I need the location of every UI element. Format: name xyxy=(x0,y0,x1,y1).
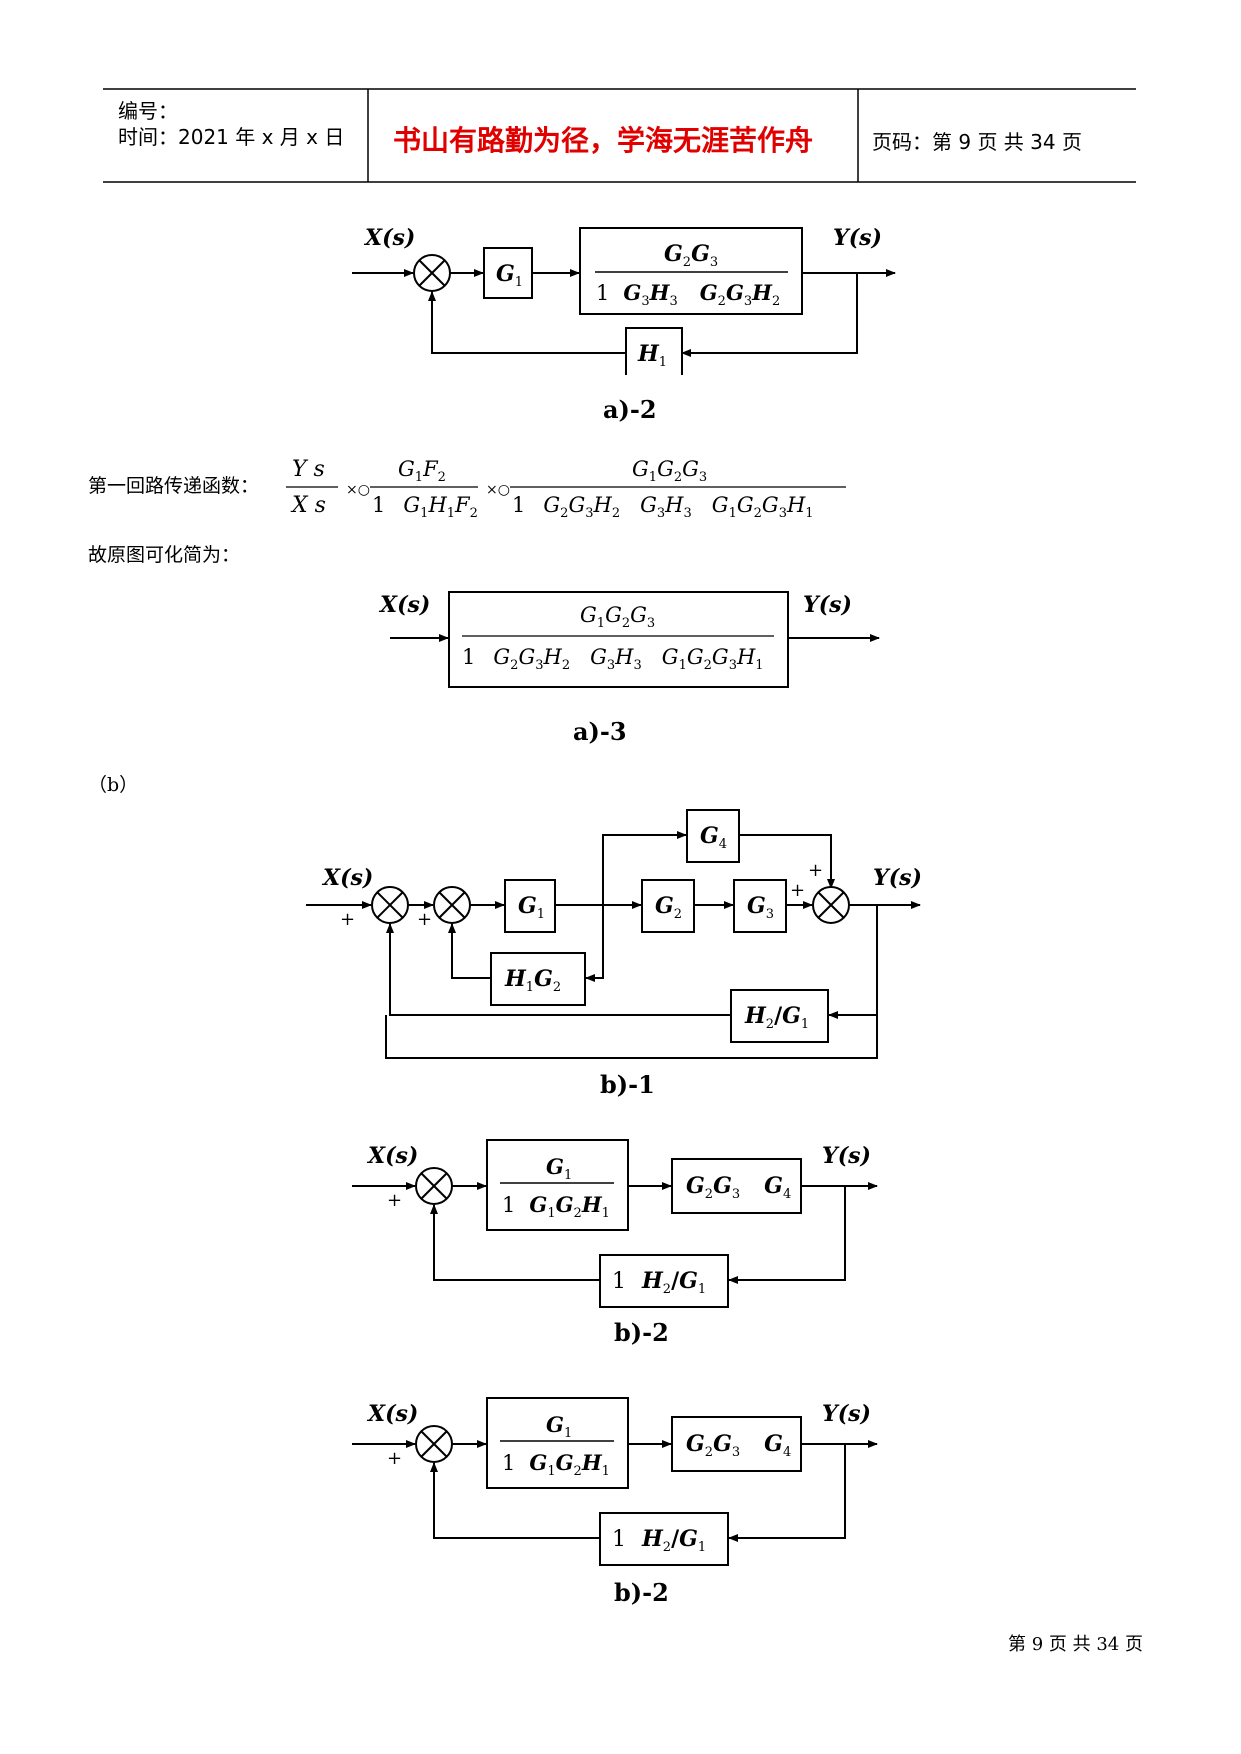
first-loop-label: 第一回路传递函数： xyxy=(88,475,260,497)
svg-text:Y(s): Y(s) xyxy=(822,1401,871,1427)
svg-text:+: + xyxy=(808,860,823,881)
svg-text:+: + xyxy=(417,909,432,930)
caption-a2: a)-2 xyxy=(603,395,657,424)
svg-text:G2G3: G2G3 xyxy=(664,241,718,270)
svg-text:+: + xyxy=(387,1448,402,1469)
svg-text:1H2/G1: 1H2/G1 xyxy=(612,1526,706,1555)
svg-text:×○: ×○ xyxy=(486,482,510,498)
block-one-h2-over-g1 xyxy=(599,1254,729,1308)
diagram-b1: X(s) + + G1 G4 + G2 G3 + Y(s) H1G2 H2/G1 xyxy=(306,809,922,1059)
svg-text:Y(s): Y(s) xyxy=(833,225,882,251)
block-overall-tf xyxy=(448,591,789,688)
summing-junction xyxy=(413,254,451,292)
svg-text:G1F2: G1F2 xyxy=(398,457,446,485)
block-one-h2-over-g1 xyxy=(599,1512,729,1566)
header-page-label: 页码：第 9 页 共 34 页 xyxy=(872,130,1082,154)
svg-text:H2/G1: H2/G1 xyxy=(744,1003,809,1032)
block-g2g3-closed xyxy=(579,227,803,315)
document-number-label: 编号： xyxy=(118,99,178,123)
svg-text:Y s: Y s xyxy=(292,457,325,482)
svg-text:1H2/G1: 1H2/G1 xyxy=(612,1268,706,1297)
svg-text:Y(s): Y(s) xyxy=(822,1143,871,1169)
block-g2g3-g4 xyxy=(671,1158,802,1214)
svg-text:X(s): X(s) xyxy=(378,592,430,618)
svg-text:Y(s): Y(s) xyxy=(803,592,852,618)
summing-junction xyxy=(415,1425,453,1463)
header-motto: 书山有路勤为径，学海无涯苦作舟 xyxy=(393,124,814,157)
simplified-label: 故原图可化简为： xyxy=(88,544,241,566)
block-g1 xyxy=(483,247,533,299)
svg-text:+: + xyxy=(340,909,355,930)
summing-junction xyxy=(415,1167,453,1205)
svg-text:G1G2G3: G1G2G3 xyxy=(632,457,707,485)
svg-text:+: + xyxy=(387,1190,402,1211)
caption-b2-second: b)-2 xyxy=(614,1578,669,1607)
block-g4-b1 xyxy=(686,809,740,863)
document-time-label: 时间：2021 年 x 月 x 日 xyxy=(118,125,345,149)
summing-junction-inner xyxy=(433,886,471,924)
svg-text:X(s): X(s) xyxy=(321,865,373,891)
block-g2-b1 xyxy=(641,879,695,933)
block-h2-over-g1-b1 xyxy=(730,989,829,1043)
svg-text:Y(s): Y(s) xyxy=(873,865,922,891)
header-frame xyxy=(103,88,1136,183)
svg-text:X(s): X(s) xyxy=(366,1401,418,1427)
block-g1-closed xyxy=(486,1139,629,1231)
section-b-label: （b） xyxy=(88,774,139,796)
block-h1g2-b1 xyxy=(490,952,586,1006)
svg-text:X(s): X(s) xyxy=(363,225,415,251)
summing-junction-output xyxy=(812,886,850,924)
caption-b2: b)-2 xyxy=(614,1318,669,1347)
svg-text:X s: X s xyxy=(290,493,326,518)
caption-b1: b)-1 xyxy=(600,1070,655,1099)
svg-text:+: + xyxy=(790,880,805,901)
svg-text:X(s): X(s) xyxy=(366,1143,418,1169)
page-footer: 第 9 页 共 34 页 xyxy=(1008,1634,1143,1655)
svg-text:G1G2G3: G1G2G3 xyxy=(580,603,655,631)
summing-junction-outer xyxy=(371,886,409,924)
caption-a3: a)-3 xyxy=(573,717,627,746)
svg-text:×○: ×○ xyxy=(346,482,370,498)
